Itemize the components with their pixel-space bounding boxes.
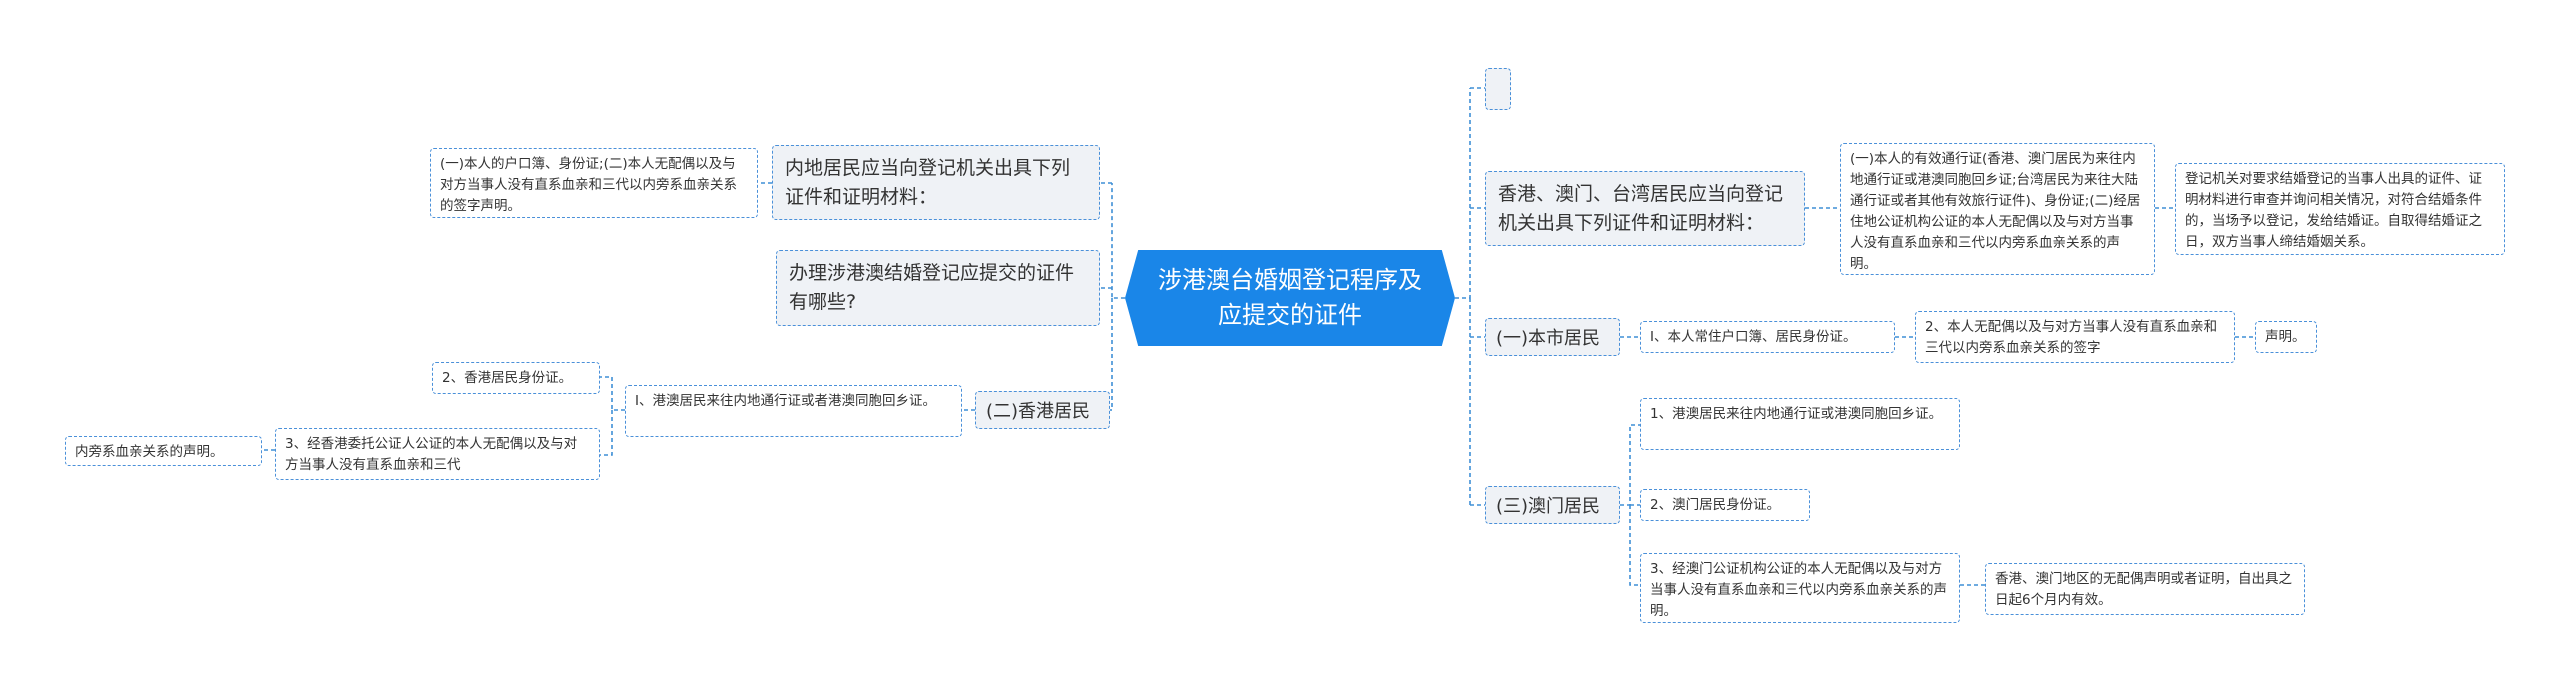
hmt-detail2-label: 登记机关对要求结婚登记的当事人出具的证件、证明材料进行审查并询问相关情况，对符合… bbox=[2185, 171, 2482, 250]
mainland-node[interactable]: 内地居民应当向登记机关出具下列证件和证明材料： bbox=[772, 145, 1100, 220]
macau-item3-label: 3、经澳门公证机构公证的本人无配偶以及与对方当事人没有直系血亲和三代以内旁系血亲… bbox=[1650, 561, 1947, 619]
macau-item2-label: 2、澳门居民身份证。 bbox=[1650, 497, 1781, 513]
local-item2-label: 2、本人无配偶以及与对方当事人没有直系血亲和三代以内旁系血亲关系的签字 bbox=[1925, 319, 2218, 356]
hmt-detail2-node[interactable]: 登记机关对要求结婚登记的当事人出具的证件、证明材料进行审查并询问相关情况，对符合… bbox=[2175, 163, 2505, 255]
root-title: 涉港澳台婚姻登记程序及应提交的证件 bbox=[1158, 266, 1422, 329]
local-item1-label: I、本人常住户口簿、居民身份证。 bbox=[1650, 329, 1857, 345]
local-item2-tail-node[interactable]: 声明。 bbox=[2255, 321, 2317, 353]
local-item2-node[interactable]: 2、本人无配偶以及与对方当事人没有直系血亲和三代以内旁系血亲关系的签字 bbox=[1915, 311, 2235, 363]
hk-item3-tail-node[interactable]: 内旁系血亲关系的声明。 bbox=[65, 436, 262, 466]
macau-item3-tail-label: 香港、澳门地区的无配偶声明或者证明，自出具之日起6个月内有效。 bbox=[1995, 571, 2292, 608]
macau-item1-label: 1、港澳居民来往内地通行证或港澳同胞回乡证。 bbox=[1650, 406, 1943, 422]
macau-item1-node[interactable]: 1、港澳居民来往内地通行证或港澳同胞回乡证。 bbox=[1640, 398, 1960, 450]
hk-item3-tail-label: 内旁系血亲关系的声明。 bbox=[75, 444, 224, 460]
hk-item2-node[interactable]: 2、香港居民身份证。 bbox=[432, 362, 600, 394]
hmt-detail-label: (一)本人的有效通行证(香港、澳门居民为来往内地通行证或港澳同胞回乡证;台湾居民… bbox=[1850, 151, 2141, 272]
hk-item1-label: I、港澳居民来往内地通行证或者港澳同胞回乡证。 bbox=[635, 393, 936, 409]
link-root-left-trunk bbox=[1111, 183, 1126, 410]
empty-node[interactable] bbox=[1485, 68, 1511, 110]
hk-item2-label: 2、香港居民身份证。 bbox=[442, 370, 573, 386]
macau-label: (三)澳门居民 bbox=[1496, 496, 1601, 517]
link-hk-trunk bbox=[600, 376, 625, 456]
local-node[interactable]: (一)本市居民 bbox=[1485, 318, 1620, 356]
link-macau-trunk bbox=[1620, 424, 1640, 586]
hmt-node[interactable]: 香港、澳门、台湾居民应当向登记机关出具下列证件和证明材料： bbox=[1485, 171, 1805, 246]
link-root-right-trunk bbox=[1455, 88, 1471, 505]
macau-item3-tail-node[interactable]: 香港、澳门地区的无配偶声明或者证明，自出具之日起6个月内有效。 bbox=[1985, 563, 2305, 615]
mainland-detail-node[interactable]: (一)本人的户口簿、身份证;(二)本人无配偶以及与对方当事人没有直系血亲和三代以… bbox=[430, 148, 758, 218]
local-item1-node[interactable]: I、本人常住户口簿、居民身份证。 bbox=[1640, 321, 1895, 353]
root-node[interactable]: 涉港澳台婚姻登记程序及应提交的证件 bbox=[1125, 250, 1455, 346]
hk-item3-label: 3、经香港委托公证人公证的本人无配偶以及与对方当事人没有直系血亲和三代 bbox=[285, 436, 578, 473]
local-label: (一)本市居民 bbox=[1496, 328, 1601, 349]
hmt-detail-node[interactable]: (一)本人的有效通行证(香港、澳门居民为来往内地通行证或港澳同胞回乡证;台湾居民… bbox=[1840, 143, 2155, 275]
question-node[interactable]: 办理涉港澳结婚登记应提交的证件有哪些? bbox=[776, 250, 1100, 326]
mainland-label: 内地居民应当向登记机关出具下列证件和证明材料： bbox=[785, 157, 1071, 208]
hk-label: (二)香港居民 bbox=[986, 401, 1091, 422]
macau-item3-node[interactable]: 3、经澳门公证机构公证的本人无配偶以及与对方当事人没有直系血亲和三代以内旁系血亲… bbox=[1640, 553, 1960, 623]
hk-node[interactable]: (二)香港居民 bbox=[975, 391, 1110, 429]
question-label: 办理涉港澳结婚登记应提交的证件有哪些? bbox=[789, 262, 1075, 313]
macau-node[interactable]: (三)澳门居民 bbox=[1485, 486, 1620, 524]
macau-item2-node[interactable]: 2、澳门居民身份证。 bbox=[1640, 489, 1810, 521]
mainland-detail-label: (一)本人的户口簿、身份证;(二)本人无配偶以及与对方当事人没有直系血亲和三代以… bbox=[440, 156, 737, 214]
hk-item3-node[interactable]: 3、经香港委托公证人公证的本人无配偶以及与对方当事人没有直系血亲和三代 bbox=[275, 428, 600, 480]
hk-item1-node[interactable]: I、港澳居民来往内地通行证或者港澳同胞回乡证。 bbox=[625, 385, 962, 437]
hmt-label: 香港、澳门、台湾居民应当向登记机关出具下列证件和证明材料： bbox=[1498, 183, 1784, 234]
local-item2-tail-label: 声明。 bbox=[2265, 329, 2306, 345]
